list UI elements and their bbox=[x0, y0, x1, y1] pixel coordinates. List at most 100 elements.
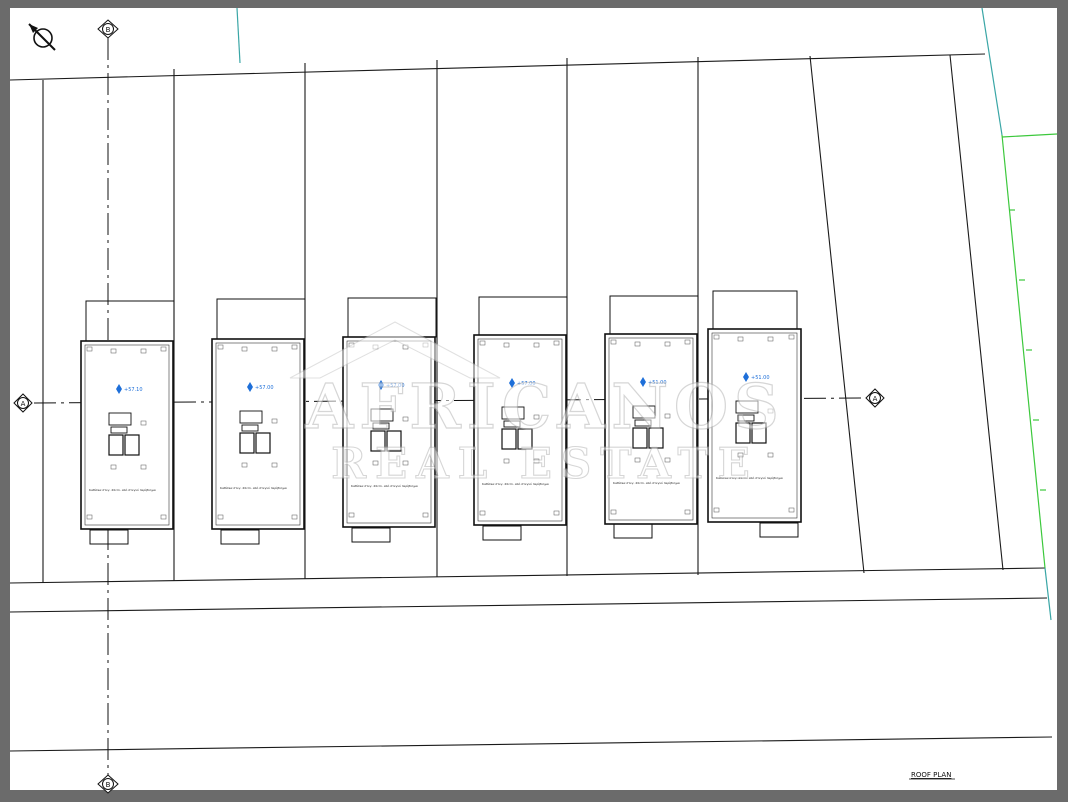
roof-drain bbox=[737, 336, 744, 342]
roof-drain bbox=[140, 464, 147, 470]
roof-drain bbox=[422, 512, 429, 518]
roof-drain bbox=[271, 346, 278, 352]
water-tank bbox=[370, 430, 386, 452]
level-label: +57.00 bbox=[517, 381, 536, 387]
water-tank bbox=[632, 427, 648, 449]
roof-drain bbox=[634, 341, 641, 347]
roof-parapet bbox=[711, 332, 798, 519]
roof-drain bbox=[533, 458, 540, 464]
watermark-logo: AFRICANOS REAL ESTATE bbox=[289, 321, 785, 489]
roof-note: Καθίσκα στεγ. 20cm. από στεγνό περίβλημα bbox=[351, 484, 418, 488]
solar-panel bbox=[108, 412, 132, 426]
roof-parapet bbox=[215, 342, 301, 526]
watermark-line1: AFRICANOS bbox=[304, 370, 785, 443]
roof-drain bbox=[553, 510, 560, 516]
water-tank bbox=[386, 430, 402, 452]
roof-drain bbox=[664, 457, 671, 463]
entrance-step bbox=[482, 525, 522, 541]
water-tank bbox=[108, 434, 124, 456]
roof-note: Καθίσκα στεγ. 20cm. από στεγνό περίβλημα bbox=[89, 488, 156, 492]
water-tank bbox=[501, 428, 517, 450]
axis-b-bottom-label: B bbox=[106, 781, 111, 789]
roof-drain bbox=[788, 507, 795, 513]
axis-a-right-marker: A bbox=[865, 388, 885, 408]
roof-drain bbox=[664, 413, 671, 419]
level-marker-icon bbox=[378, 380, 384, 390]
roof-drain bbox=[291, 344, 298, 350]
level-label: +57.00 bbox=[255, 385, 274, 391]
entrance-step bbox=[351, 527, 391, 543]
roof-drain bbox=[217, 514, 224, 520]
roof-drain bbox=[241, 346, 248, 352]
roof-drain bbox=[684, 339, 691, 345]
roof-drain bbox=[241, 462, 248, 468]
level-marker-icon bbox=[116, 384, 122, 394]
drawing-title: ROOF PLAN bbox=[911, 771, 951, 779]
roof-drain bbox=[713, 334, 720, 340]
level-label: +57.00 bbox=[386, 383, 405, 389]
level-label: +57.10 bbox=[124, 387, 143, 393]
roof-drain bbox=[503, 342, 510, 348]
roof-drain bbox=[291, 514, 298, 520]
roof-drain bbox=[479, 510, 486, 516]
roof-drain bbox=[86, 346, 93, 352]
level-label: +51.00 bbox=[648, 380, 667, 386]
axis-a-left-label: A bbox=[21, 400, 26, 408]
roof-drain bbox=[684, 509, 691, 515]
water-heater bbox=[737, 414, 755, 422]
roof-note: Καθίσκα στεγ. 20cm. από στεγνό περίβλημα bbox=[613, 481, 680, 485]
north-arrow-icon bbox=[28, 23, 56, 51]
roof-drain bbox=[767, 408, 774, 414]
roof-drain bbox=[767, 452, 774, 458]
axis-a-right-label: A bbox=[873, 395, 878, 403]
water-tank bbox=[255, 432, 271, 454]
entrance-step bbox=[89, 529, 129, 545]
solar-panel bbox=[370, 408, 394, 422]
roof-drain bbox=[553, 340, 560, 346]
roof-drain bbox=[767, 336, 774, 342]
roof-parapet bbox=[477, 338, 563, 522]
water-tank bbox=[239, 432, 255, 454]
entrance-step bbox=[759, 522, 799, 538]
roof-drain bbox=[533, 342, 540, 348]
roof-drain bbox=[110, 464, 117, 470]
water-heater bbox=[503, 420, 521, 428]
roof-drain bbox=[110, 348, 117, 354]
level-marker-icon bbox=[509, 378, 515, 388]
axis-b-top-label: B bbox=[106, 26, 111, 34]
axis-a-left-marker: A bbox=[13, 393, 33, 413]
roof-drain bbox=[788, 334, 795, 340]
level-marker-icon bbox=[247, 382, 253, 392]
level-marker-icon bbox=[743, 372, 749, 382]
roof-drain bbox=[610, 339, 617, 345]
water-heater bbox=[241, 424, 259, 432]
water-tank bbox=[735, 422, 751, 444]
roof-parapet bbox=[84, 344, 170, 526]
roof-drain bbox=[713, 507, 720, 513]
roof-drain bbox=[479, 340, 486, 346]
roof-drain bbox=[140, 420, 147, 426]
level-marker-icon bbox=[640, 377, 646, 387]
water-tank bbox=[648, 427, 664, 449]
water-heater bbox=[372, 422, 390, 430]
roof-drain bbox=[634, 457, 641, 463]
roof-drain bbox=[664, 341, 671, 347]
solar-panel bbox=[501, 406, 525, 420]
water-heater bbox=[110, 426, 128, 434]
axis-b-top-marker: B bbox=[97, 19, 119, 39]
roof-note: Καθίσκα στεγ. 20cm. από στεγνό περίβλημα bbox=[716, 476, 783, 480]
solar-panel bbox=[735, 400, 759, 414]
roof-note: Καθίσκα στεγ. 20cm. από στεγνό περίβλημα bbox=[220, 486, 287, 490]
neighbour-boundaries bbox=[236, 7, 1058, 621]
solar-panel bbox=[239, 410, 263, 424]
water-heater bbox=[634, 419, 652, 427]
level-label: +51.00 bbox=[751, 375, 770, 381]
axis-b-bottom-marker: B bbox=[97, 774, 119, 794]
